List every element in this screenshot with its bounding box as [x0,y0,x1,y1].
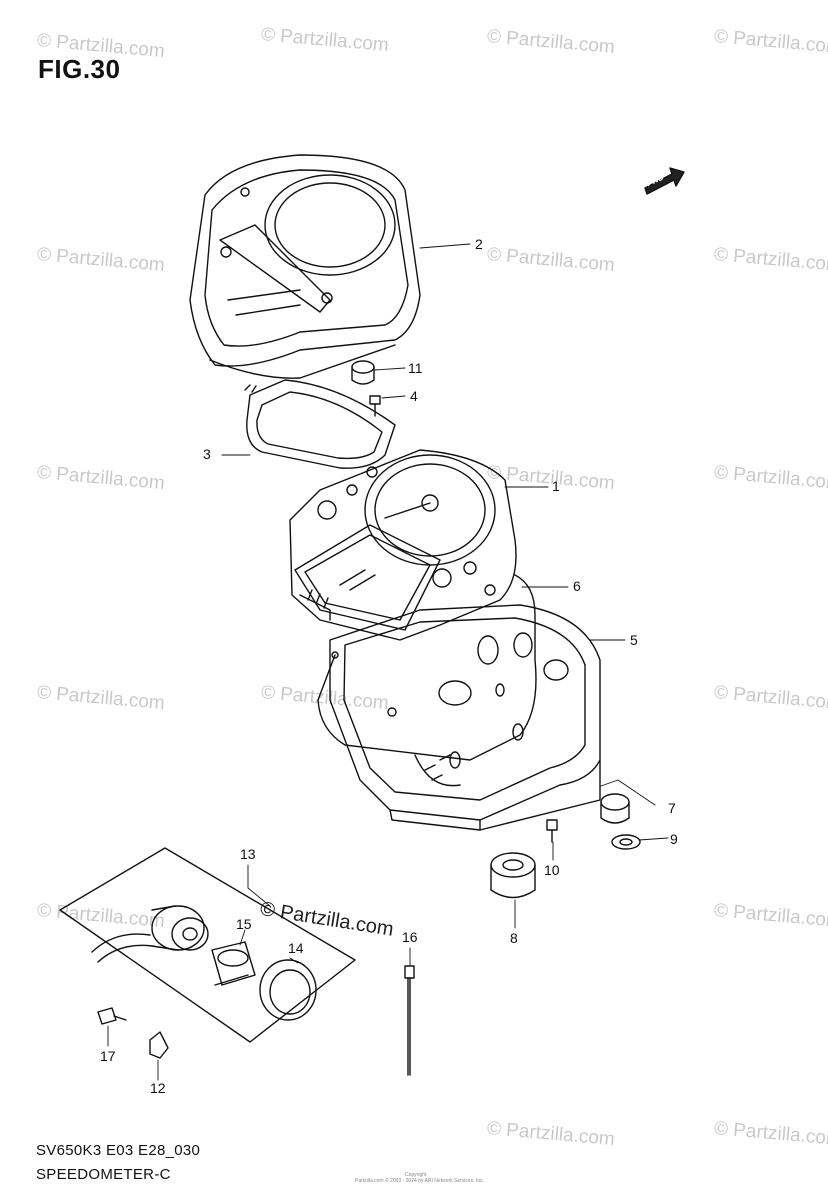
meter-cover-part [189,154,421,379]
grommet-part [490,852,536,899]
callout-2: 2 [475,236,483,252]
callout-15: 15 [236,916,252,932]
callout-5: 5 [630,632,638,648]
ring-part [259,959,317,1021]
callout-12: 12 [150,1080,166,1096]
sub-assembly-frame [59,847,356,1043]
bulb-holder-part [211,941,256,986]
meter-assembly-part [289,449,517,641]
gauge-socket-part [91,905,209,963]
clip-part [149,1031,169,1059]
washer-part [611,834,641,850]
callout-3: 3 [203,446,211,462]
callout-13: 13 [240,846,256,862]
callout-11: 11 [408,360,423,376]
speedometer-cable-part [404,965,415,1076]
diagram-code: SV650K3 E03 E28_030 [36,1142,201,1159]
callout-14: 14 [288,940,304,956]
figure-title: FIG.30 [38,54,121,84]
lens-seal-part [244,379,396,469]
diagram-name: SPEEDOMETER-C [36,1166,171,1183]
wire-harness-part [317,574,537,761]
callout-16: 16 [402,929,418,945]
callout-1: 1 [552,478,560,494]
meter-case-part [329,604,601,831]
copyright-notice: Partzilla.com © 2003 - 2024 by ARI Netwo… [355,1178,485,1184]
callout-10: 10 [544,862,560,878]
callout-6: 6 [573,578,581,594]
copyright-label: Copyright [405,1172,427,1178]
screw-part [369,395,381,417]
bolt-part [546,819,558,843]
grommet-part [351,360,375,385]
callout-7: 7 [668,800,676,816]
callout-4: 4 [410,388,418,404]
fwd-arrow-icon [644,167,685,195]
callout-9: 9 [670,831,678,847]
callout-17: 17 [100,1048,116,1064]
bolt-part [97,1007,127,1025]
callout-8: 8 [510,930,518,946]
grommet-part [600,793,630,824]
